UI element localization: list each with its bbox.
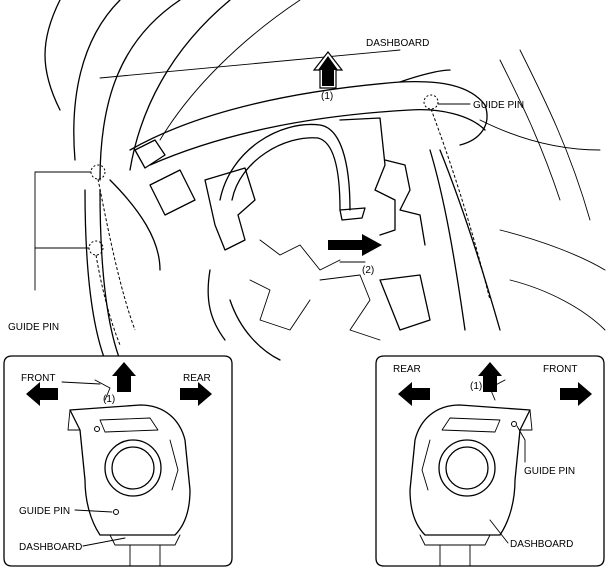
up-arrow-icon (478, 362, 502, 392)
right-bracket-edge (421, 439, 431, 491)
substructure (319, 274, 381, 341)
passenger-dash-edge (429, 149, 466, 331)
projection-line (95, 254, 121, 346)
leader-front (61, 381, 101, 385)
up-arrow-icon (112, 362, 136, 392)
leader-dashboard (489, 519, 509, 544)
left-guide-pin-dot (113, 509, 119, 515)
left-bracket-hole-inner (111, 446, 155, 490)
left-bracket-tab (67, 409, 81, 431)
rear-arrow-icon (398, 382, 430, 406)
right-inset (375, 355, 605, 567)
left-bracket-top (94, 379, 111, 401)
dashboard-top-surface (129, 80, 488, 151)
pillar-line (519, 49, 591, 221)
guide-pin-circle (90, 164, 106, 180)
substructure (249, 279, 311, 331)
dashboard-upper-edge (149, 109, 486, 166)
dashboard-edge (399, 69, 451, 83)
door-trim (479, 119, 601, 151)
right-rear-label: REAR (393, 364, 421, 375)
lower-panel (229, 299, 281, 361)
right-bracket-leg (439, 544, 471, 567)
left-inset (3, 355, 233, 567)
projection-line (97, 178, 136, 331)
right-bracket-hole (438, 439, 496, 497)
lower-panel (207, 269, 226, 341)
seat-outline (509, 279, 606, 331)
right-dashboard-label: DASHBOARD (510, 539, 573, 550)
seat-outline (499, 229, 606, 271)
left-guide-pin-dot (94, 426, 100, 432)
left-bracket-slot (99, 417, 159, 433)
left-inset-frame (3, 355, 233, 567)
front-arrow-icon (26, 382, 58, 406)
leader-guide-pin-left (34, 171, 92, 291)
left-bracket-leg (129, 544, 161, 567)
right-guide-pin-dot (511, 421, 517, 427)
left-dashboard-label: DASHBOARD (19, 542, 82, 553)
left-front-label: FRONT (21, 373, 55, 384)
left-rear-label: REAR (183, 373, 211, 384)
steering-column (339, 207, 366, 221)
left-bracket-hole (104, 439, 162, 497)
guide-pin-circle (423, 94, 439, 110)
a-pillar-trim (99, 189, 121, 361)
right-arrow-icon (328, 234, 382, 256)
front-arrow-icon (560, 382, 592, 406)
right-front-label: FRONT (543, 364, 577, 375)
a-pillar-line (73, 0, 121, 161)
leader-dashboard-top (99, 49, 401, 79)
projection-line (430, 108, 491, 301)
leader-guide-pin (516, 425, 526, 463)
leader-guide-pin (74, 509, 113, 513)
pillar-line (499, 59, 561, 201)
a-pillar-line (99, 0, 181, 181)
center-bracket (384, 159, 426, 246)
guide-pin-left-label: GUIDE PIN (8, 322, 59, 333)
side-vent (134, 139, 166, 169)
right-bracket-base (419, 534, 491, 546)
right-bracket-body (409, 404, 531, 536)
leader-dashboard (82, 537, 126, 547)
right-inset-frame (375, 355, 605, 567)
side-vent (149, 169, 196, 216)
right-bracket-tab (519, 409, 533, 431)
a-pillar-trim (84, 189, 106, 361)
meter-bracket (204, 167, 256, 251)
left-bracket-edge (169, 439, 179, 491)
passenger-dash-edge (439, 149, 501, 331)
a-pillar-line (44, 0, 61, 111)
dashboard-top-label: DASHBOARD (366, 38, 429, 49)
windshield-edge (159, 0, 301, 141)
center-panel (339, 117, 396, 236)
step-2-label: (2) (362, 265, 374, 276)
left-bracket-body (69, 404, 191, 536)
left-guide-pin-label: GUIDE PIN (19, 506, 70, 517)
steering-wheel (219, 123, 351, 211)
console-bracket (379, 274, 431, 331)
right-step-label: (1) (470, 381, 482, 392)
right-bracket-slot (441, 417, 501, 433)
steering-wheel-inner (231, 137, 341, 211)
guide-pin-top-label: GUIDE PIN (473, 100, 524, 111)
substructure (259, 239, 341, 271)
dash-side-panel (109, 179, 161, 271)
up-arrow-fill (318, 56, 338, 86)
left-step-label: (1) (103, 394, 115, 405)
step-1-label: (1) (321, 91, 333, 102)
right-guide-pin-label: GUIDE PIN (524, 466, 575, 477)
rear-arrow-icon (180, 382, 212, 406)
main-illustration (34, 0, 606, 361)
right-bracket-hole-inner (445, 446, 489, 490)
